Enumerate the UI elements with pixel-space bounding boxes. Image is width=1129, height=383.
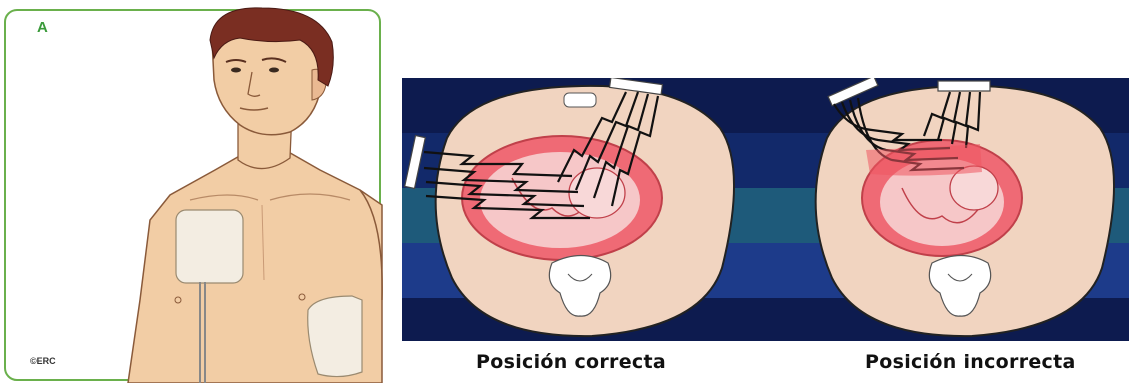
- cross-section-drawing: [402, 78, 1129, 341]
- defibrillator-pad-icon: [308, 296, 362, 377]
- man-with-pads-drawing: [0, 0, 386, 383]
- panel-label: A: [37, 19, 48, 36]
- caption-correct-position: Posición correcta: [476, 351, 666, 373]
- copyright-credit: ©ERC: [30, 356, 56, 366]
- sternum: [564, 93, 596, 107]
- panel-a-illustration: A ©ERC: [0, 0, 386, 383]
- incorrect-position-section: [816, 78, 1114, 336]
- defibrillator-pad-icon: [176, 210, 243, 283]
- heart-icon: [462, 136, 662, 260]
- panel-b-cross-sections: [402, 78, 1129, 341]
- defibrillator-pad-icon: [938, 81, 990, 91]
- caption-incorrect-position: Posición incorrecta: [865, 351, 1076, 373]
